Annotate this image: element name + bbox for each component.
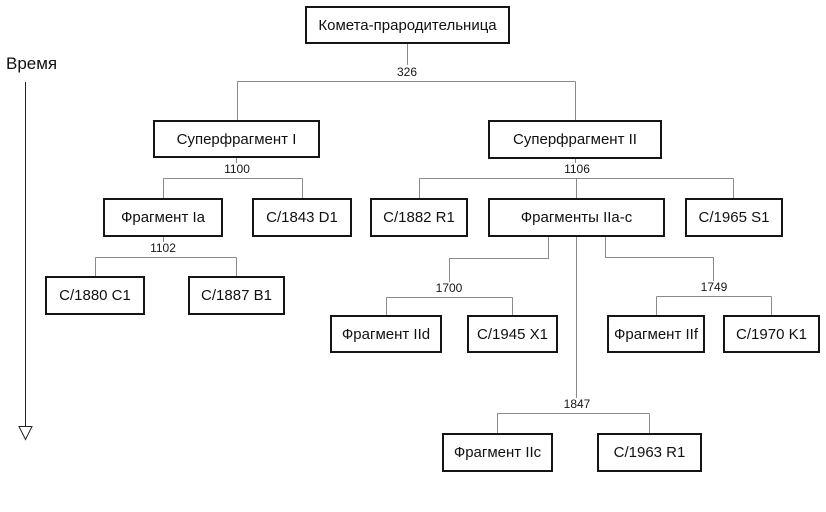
- node-fragment-2c: Фрагмент IIc: [442, 433, 553, 472]
- node-c1945-x1: C/1945 X1: [467, 315, 558, 353]
- node-fragment-2d: Фрагмент IId: [330, 315, 442, 353]
- split-1102-connector: [95, 237, 237, 276]
- split-year-1102: 1102: [150, 241, 176, 255]
- split-year-1749: 1749: [700, 280, 728, 294]
- node-label: Суперфрагмент II: [513, 131, 637, 148]
- node-label: Фрагмент IIc: [453, 444, 542, 461]
- node-label: C/1880 C1: [59, 287, 131, 304]
- split-year-1700: 1700: [435, 281, 463, 295]
- split-year-1106: 1106: [564, 162, 590, 176]
- split-1100-connector: [163, 158, 303, 198]
- node-label: C/1843 D1: [266, 209, 338, 226]
- node-fragment-2f: Фрагмент IIf: [607, 315, 705, 353]
- node-c1887-b1: C/1887 B1: [188, 276, 285, 315]
- node-c1965-s1: C/1965 S1: [685, 198, 783, 237]
- node-label: C/1882 R1: [383, 209, 455, 226]
- node-label: C/1970 K1: [736, 325, 807, 343]
- node-label: C/1965 S1: [698, 209, 770, 226]
- split-year-326: 326: [396, 65, 418, 79]
- node-label: Суперфрагмент I: [176, 130, 297, 148]
- node-label: C/1963 R1: [613, 444, 686, 461]
- split-year-1100: 1100: [224, 162, 250, 176]
- node-fragment-1a: Фрагмент Ia: [103, 198, 223, 237]
- split-1749-connector: [605, 237, 772, 315]
- node-label: C/1887 B1: [201, 287, 272, 304]
- node-label: Фрагмент IId: [341, 325, 431, 343]
- node-c1880-c1: C/1880 C1: [45, 276, 145, 315]
- node-c1882-r1: C/1882 R1: [370, 198, 468, 237]
- node-label: Комета-прародительница: [318, 16, 497, 34]
- time-axis-label: Время: [6, 54, 58, 73]
- node-c1963-r1: C/1963 R1: [597, 433, 702, 472]
- node-c1843-d1: C/1843 D1: [252, 198, 352, 237]
- split-1106-connector: [419, 159, 734, 198]
- time-arrow: [18, 82, 33, 441]
- split-1700-connector: [386, 237, 549, 315]
- node-label: Фрагмент Ia: [120, 209, 206, 226]
- node-fragments-2a-c: Фрагменты IIa-c: [488, 198, 665, 237]
- split-year-1847: 1847: [563, 397, 591, 411]
- node-label: Фрагмент IIf: [613, 325, 699, 343]
- node-label: C/1945 X1: [477, 325, 548, 343]
- node-c1970-k1: C/1970 K1: [723, 315, 820, 353]
- split-1847-connector: [497, 237, 650, 433]
- node-superfragment-2: Суперфрагмент II: [488, 120, 662, 159]
- node-label: Фрагменты IIa-c: [520, 209, 633, 226]
- node-superfragment-1: Суперфрагмент I: [153, 120, 320, 158]
- split-326-connector: [237, 44, 576, 120]
- node-parent-comet: Комета-прародительница: [305, 6, 510, 44]
